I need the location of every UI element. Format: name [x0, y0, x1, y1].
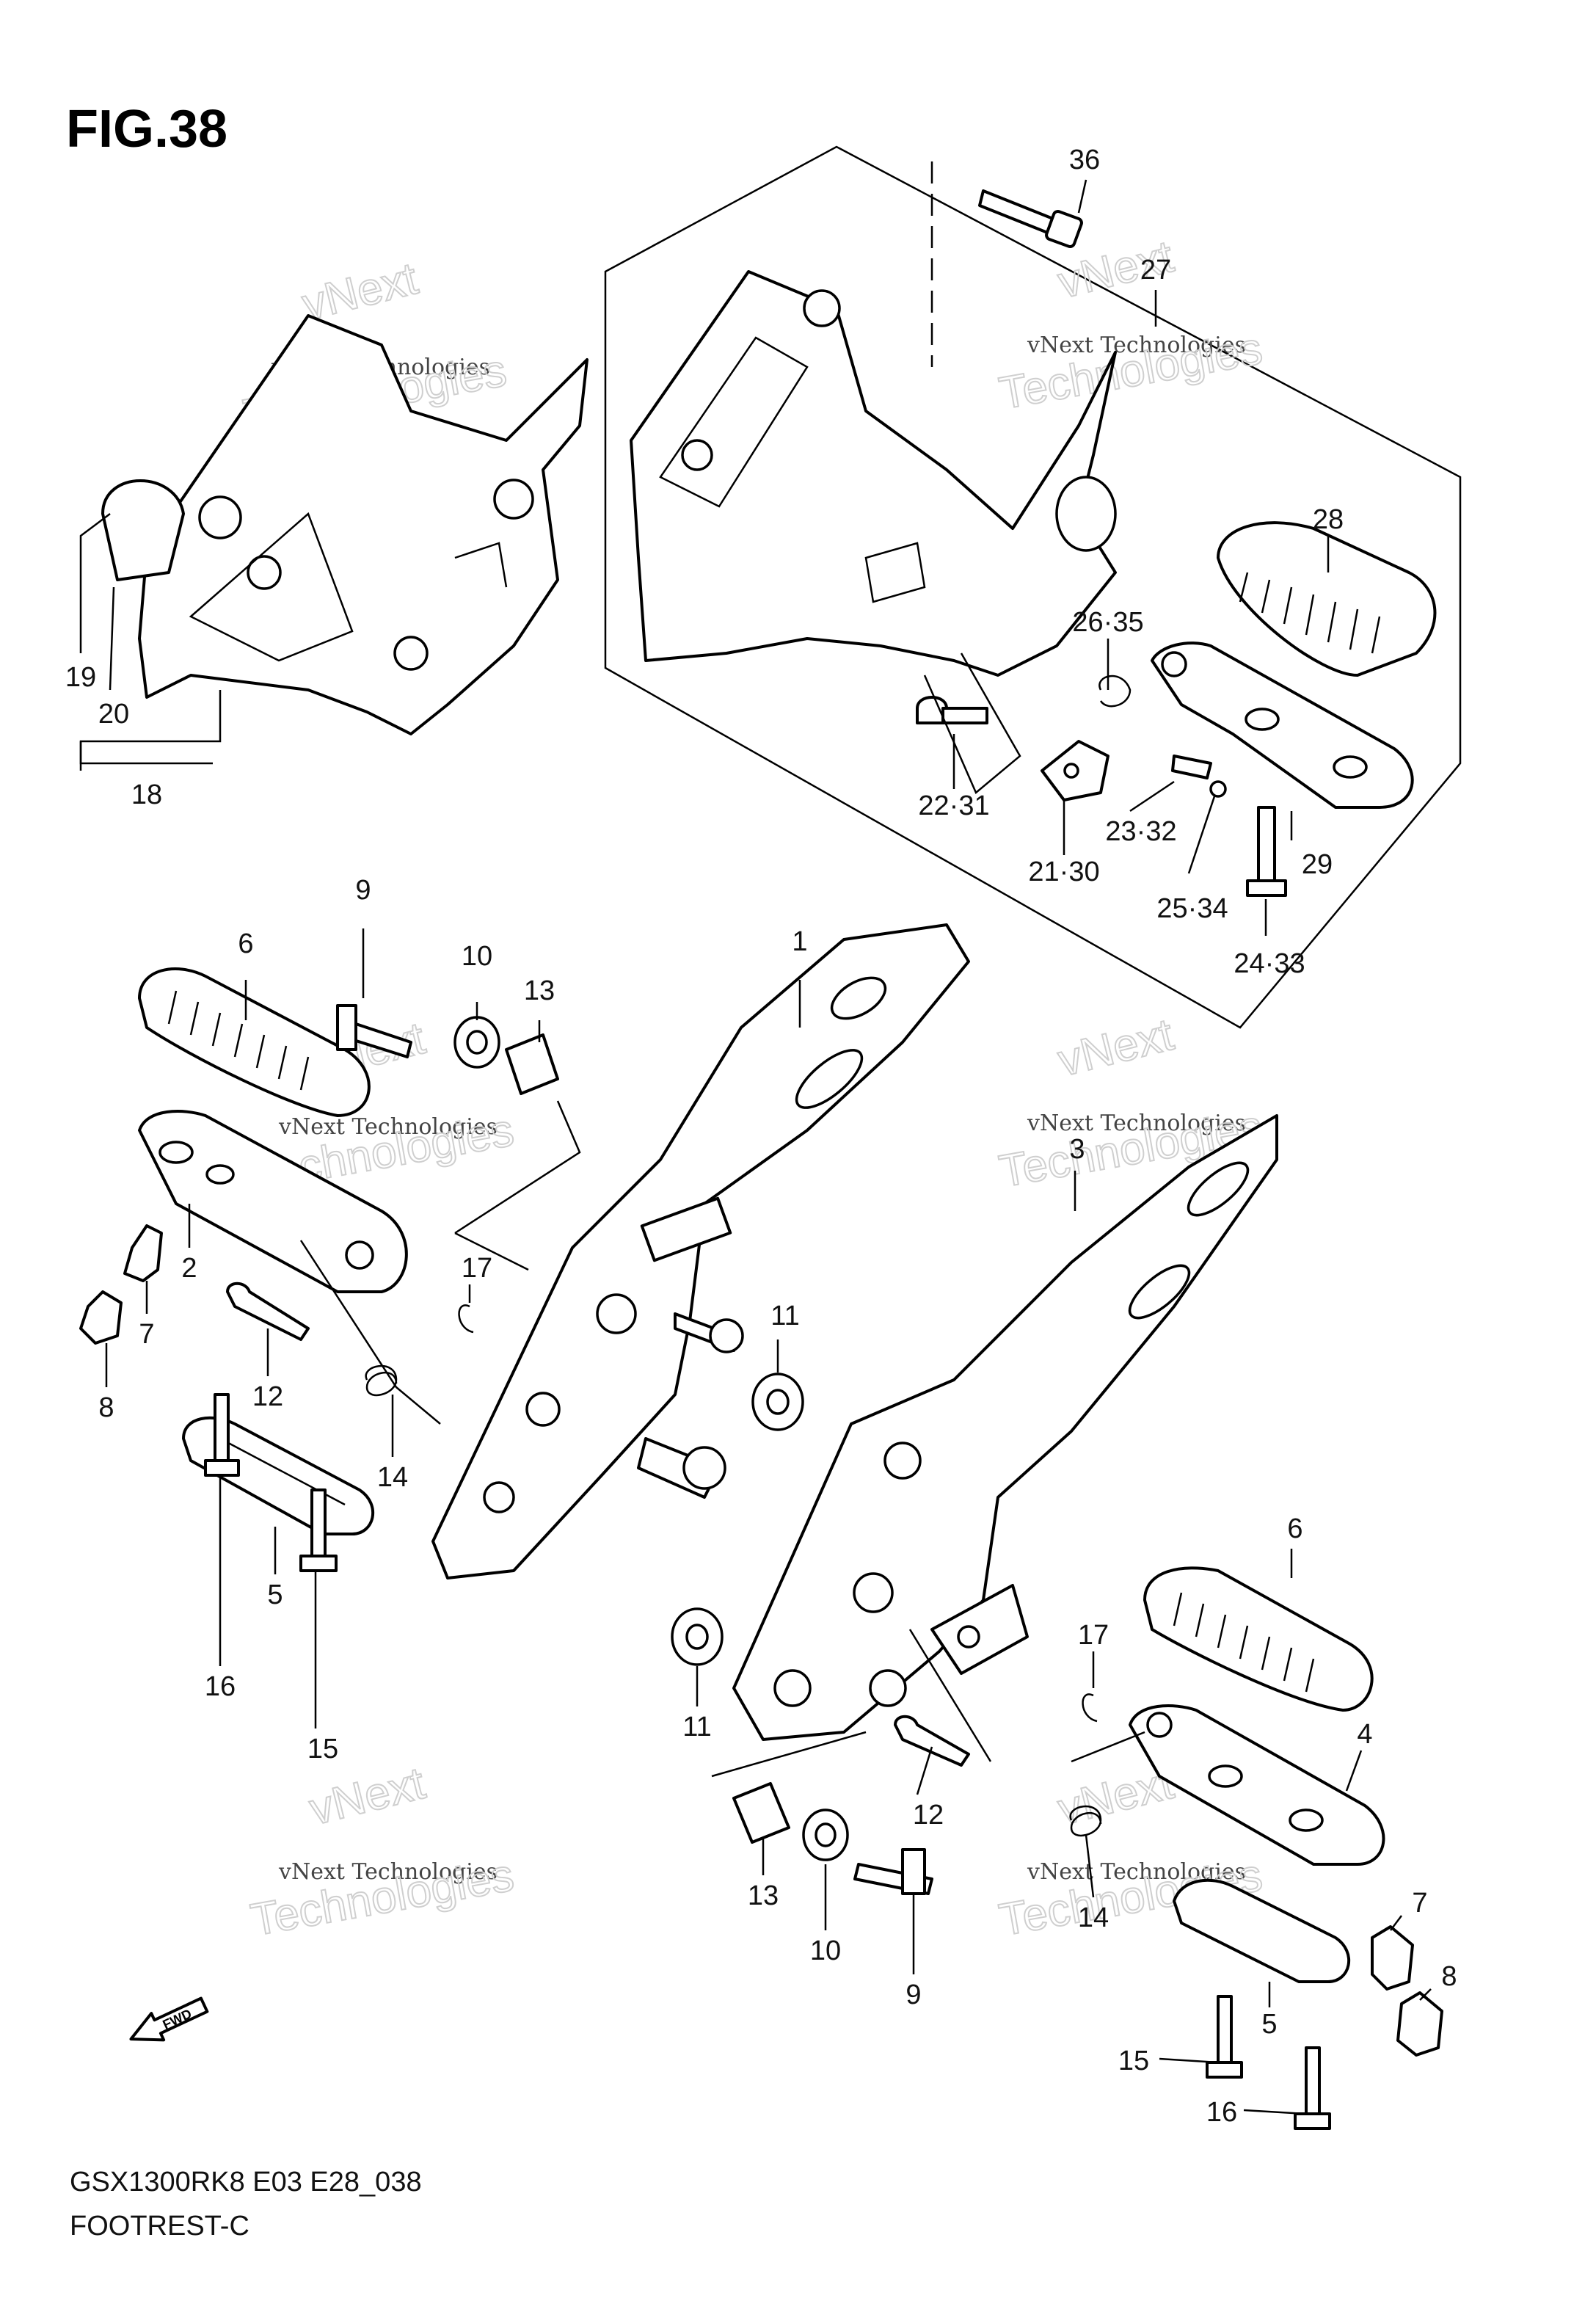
callout-28: 28 [1313, 504, 1344, 535]
svg-text:vNext Technologies: vNext Technologies [1027, 332, 1246, 358]
callout-5-left: 5 [267, 1579, 283, 1610]
callout-1: 1 [792, 926, 807, 957]
footpeg-rubber-28 [1217, 521, 1437, 677]
callout-25-34: 25·34 [1156, 893, 1228, 924]
callout-10-right: 10 [810, 1935, 841, 1966]
assembly-box-outline [604, 145, 1462, 1029]
callout-14-left: 14 [377, 1462, 408, 1493]
callout-20: 20 [98, 699, 129, 730]
callout-13-right: 13 [748, 1880, 779, 1911]
callout-6-left: 6 [238, 928, 253, 959]
callout-2-left: 2 [181, 1253, 197, 1284]
bolt-36 [978, 189, 1083, 248]
callout-12-left: 12 [252, 1381, 283, 1412]
callout-26-35: 26·35 [1072, 607, 1143, 638]
callout-7-left: 7 [139, 1319, 154, 1350]
callout-17-left: 17 [462, 1253, 492, 1284]
callout-23-32: 23·32 [1105, 816, 1176, 847]
callout-labels: 36 27 28 26·35 22·31 21·30 23·32 25·34 2… [65, 145, 1457, 2128]
svg-text:vNext: vNext [1053, 1009, 1178, 1086]
leader-lines [79, 179, 1432, 2115]
callout-24-33: 24·33 [1234, 948, 1305, 979]
callout-18: 18 [131, 779, 162, 810]
main-bracket-1 [431, 923, 970, 1579]
callout-12-right: 12 [913, 1800, 944, 1831]
callout-8-left: 8 [98, 1392, 114, 1423]
model-code: GSX1300RK8 E03 E28_038 [70, 2167, 422, 2198]
callout-22-31: 22·31 [918, 790, 989, 821]
callout-14-right: 14 [1078, 1902, 1109, 1933]
rear-bracket-27 [630, 270, 1117, 677]
callout-5-right: 5 [1261, 2009, 1277, 2040]
callout-4-right: 4 [1357, 1719, 1372, 1750]
svg-text:vNext Technologies: vNext Technologies [278, 1859, 498, 1885]
figure-name: FOOTREST-C [70, 2211, 249, 2242]
callout-11-left: 11 [770, 1301, 799, 1331]
callout-16-left: 16 [205, 1671, 236, 1702]
right-footpeg-group [671, 1566, 1443, 2130]
callout-13-left: 13 [524, 975, 555, 1006]
main-bracket-3 [732, 1114, 1278, 1741]
footpeg-29 [1151, 641, 1414, 809]
rear-bracket-assembly [101, 314, 589, 735]
watermark-e: vNext Technologies Technologies vNext [247, 1757, 518, 1946]
callout-9-right: 9 [906, 1980, 921, 2010]
callout-9-left: 9 [355, 875, 371, 906]
callout-16-right: 16 [1206, 2097, 1237, 2128]
callout-27: 27 [1140, 255, 1171, 286]
callout-19: 19 [65, 662, 96, 693]
callout-36: 36 [1069, 145, 1100, 175]
svg-text:vNext Technologies: vNext Technologies [1027, 1110, 1246, 1136]
callout-29: 29 [1302, 849, 1333, 880]
fwd-arrow-icon: FWD [129, 1996, 209, 2042]
svg-text:vNext: vNext [305, 1758, 429, 1835]
callout-7-right: 7 [1412, 1888, 1427, 1919]
watermark-b: vNext Technologies Technologies vNext [995, 230, 1267, 420]
callout-3: 3 [1069, 1134, 1085, 1165]
left-footpeg-group [79, 967, 804, 1572]
callout-17-right: 17 [1078, 1620, 1109, 1651]
figure-title: FIG.38 [66, 100, 227, 159]
callout-6-right: 6 [1287, 1513, 1302, 1544]
callout-15-right: 15 [1118, 2046, 1149, 2076]
svg-text:vNext Technologies: vNext Technologies [278, 1114, 498, 1140]
callout-8-right: 8 [1441, 1961, 1457, 1992]
callout-11-right: 11 [682, 1712, 711, 1742]
callout-10-left: 10 [462, 941, 492, 972]
callout-15-left: 15 [307, 1734, 338, 1764]
box-hardware [916, 652, 1287, 897]
callout-21-30: 21·30 [1028, 857, 1099, 887]
